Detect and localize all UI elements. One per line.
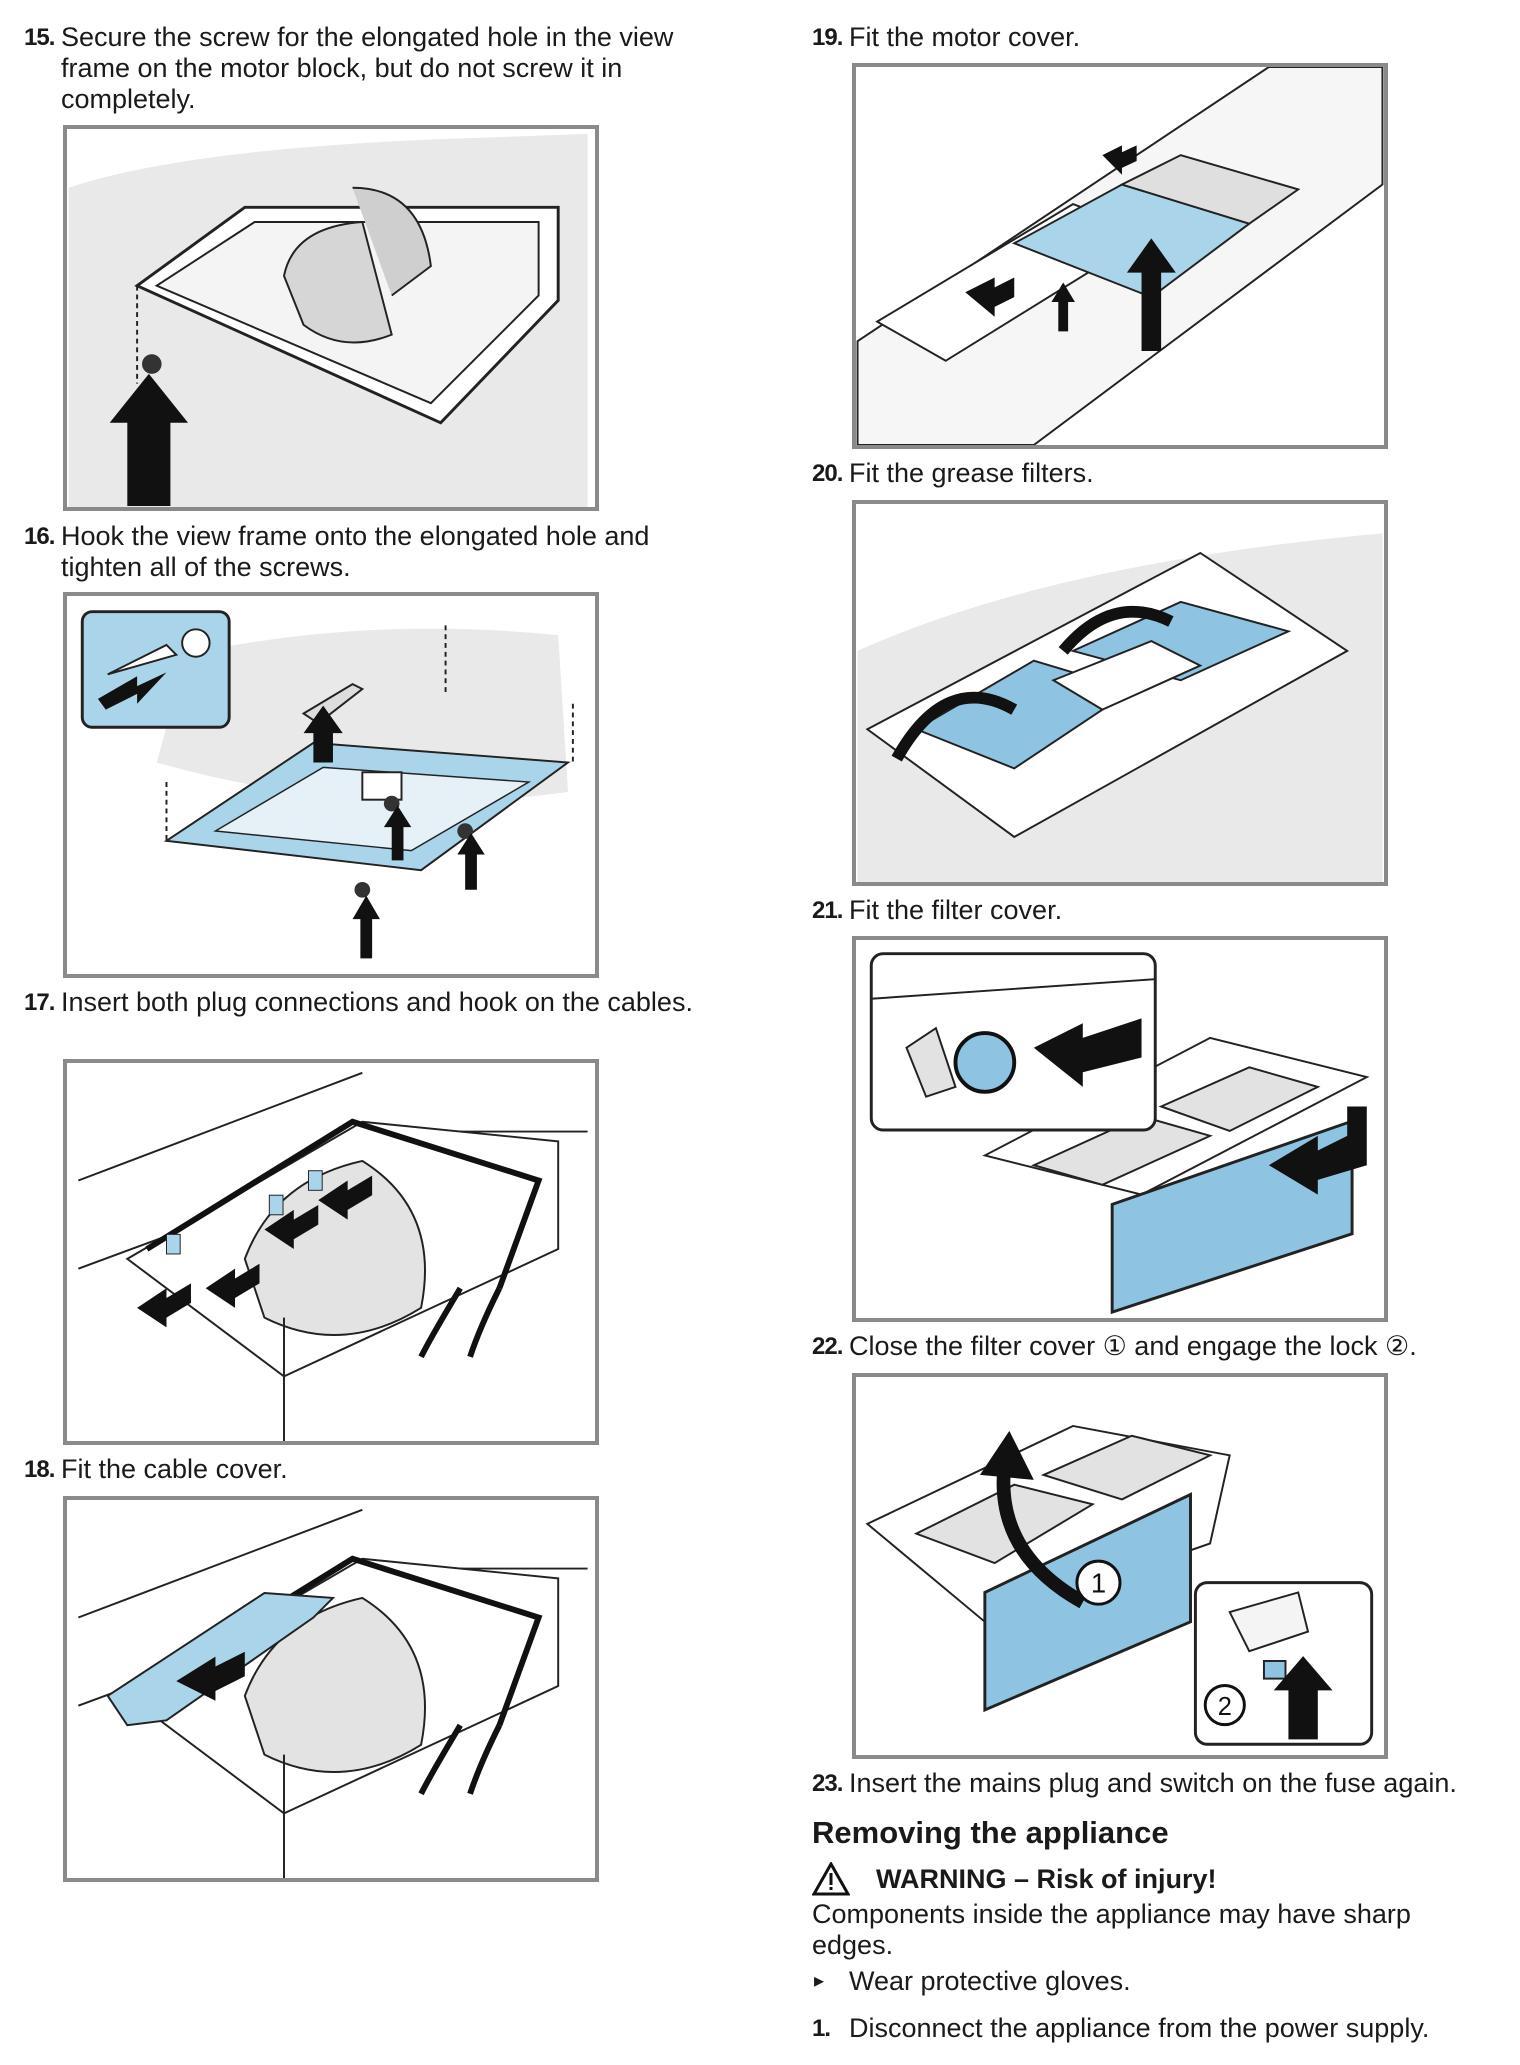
illustration-motor-cover bbox=[856, 67, 1384, 445]
step-number: 18. bbox=[24, 1456, 55, 1483]
figure-22: 1 2 bbox=[852, 1373, 1388, 1759]
step-text: Fit the motor cover. bbox=[849, 22, 1081, 52]
figure-15 bbox=[63, 125, 599, 511]
step-text: Hook the view frame onto the elongated h… bbox=[61, 521, 650, 582]
figure-21 bbox=[852, 936, 1388, 1322]
bullet-item: ▸ Wear protective gloves. bbox=[812, 1966, 1512, 1997]
step-number: 19. bbox=[812, 24, 843, 51]
step-text: Fit the cable cover. bbox=[61, 1454, 288, 1484]
step-number: 17. bbox=[24, 989, 55, 1016]
bullet-text: Wear protective gloves. bbox=[849, 1966, 1131, 1996]
illustration-plug-connections bbox=[77, 1071, 588, 1441]
step-number: 15. bbox=[24, 24, 55, 51]
step-number: 23. bbox=[812, 1770, 843, 1797]
step-number: 22. bbox=[812, 1333, 843, 1360]
step-text: Fit the grease filters. bbox=[849, 458, 1094, 488]
warning-text: Components inside the appliance may have… bbox=[812, 1899, 1411, 1960]
callout-1: 1 bbox=[1091, 1567, 1106, 1598]
figure-17 bbox=[63, 1059, 599, 1445]
warning-triangle-icon bbox=[812, 1862, 850, 1896]
step-text: Insert both plug connections and hook on… bbox=[61, 987, 693, 1017]
figure-20 bbox=[852, 500, 1388, 886]
callout-2: 2 bbox=[1218, 1693, 1232, 1721]
figure-19 bbox=[852, 63, 1388, 449]
step-number: 1. bbox=[812, 2015, 831, 2042]
step-number: 16. bbox=[24, 523, 55, 550]
step-number: 21. bbox=[812, 897, 843, 924]
bullet-marker: ▸ bbox=[814, 1970, 825, 1992]
step-text: Secure the screw for the elongated hole … bbox=[61, 22, 674, 114]
step-text: Fit the filter cover. bbox=[849, 895, 1063, 925]
illustration-hook-view-frame bbox=[80, 610, 574, 959]
step-text: Insert the mains plug and switch on the … bbox=[849, 1768, 1457, 1798]
illustration-filter-cover bbox=[869, 952, 1370, 1315]
figure-18 bbox=[63, 1496, 599, 1882]
step-text: Disconnect the appliance from the power … bbox=[849, 2013, 1430, 2043]
illustration-close-filter-cover: 1 2 bbox=[865, 1424, 1374, 1746]
warning-title: WARNING – Risk of injury! bbox=[876, 1864, 1217, 1894]
illustration-cable-cover bbox=[77, 1508, 588, 1878]
section-heading: Removing the appliance bbox=[812, 1815, 1169, 1850]
illustration-grease-filters bbox=[857, 533, 1383, 882]
step-text: Close the filter cover ① and engage the … bbox=[849, 1331, 1417, 1361]
figure-16 bbox=[63, 592, 599, 978]
warning-line: WARNING – Risk of injury! bbox=[812, 1862, 1512, 1898]
step-number: 20. bbox=[812, 460, 843, 487]
illustration-screw-view-frame bbox=[68, 133, 588, 507]
